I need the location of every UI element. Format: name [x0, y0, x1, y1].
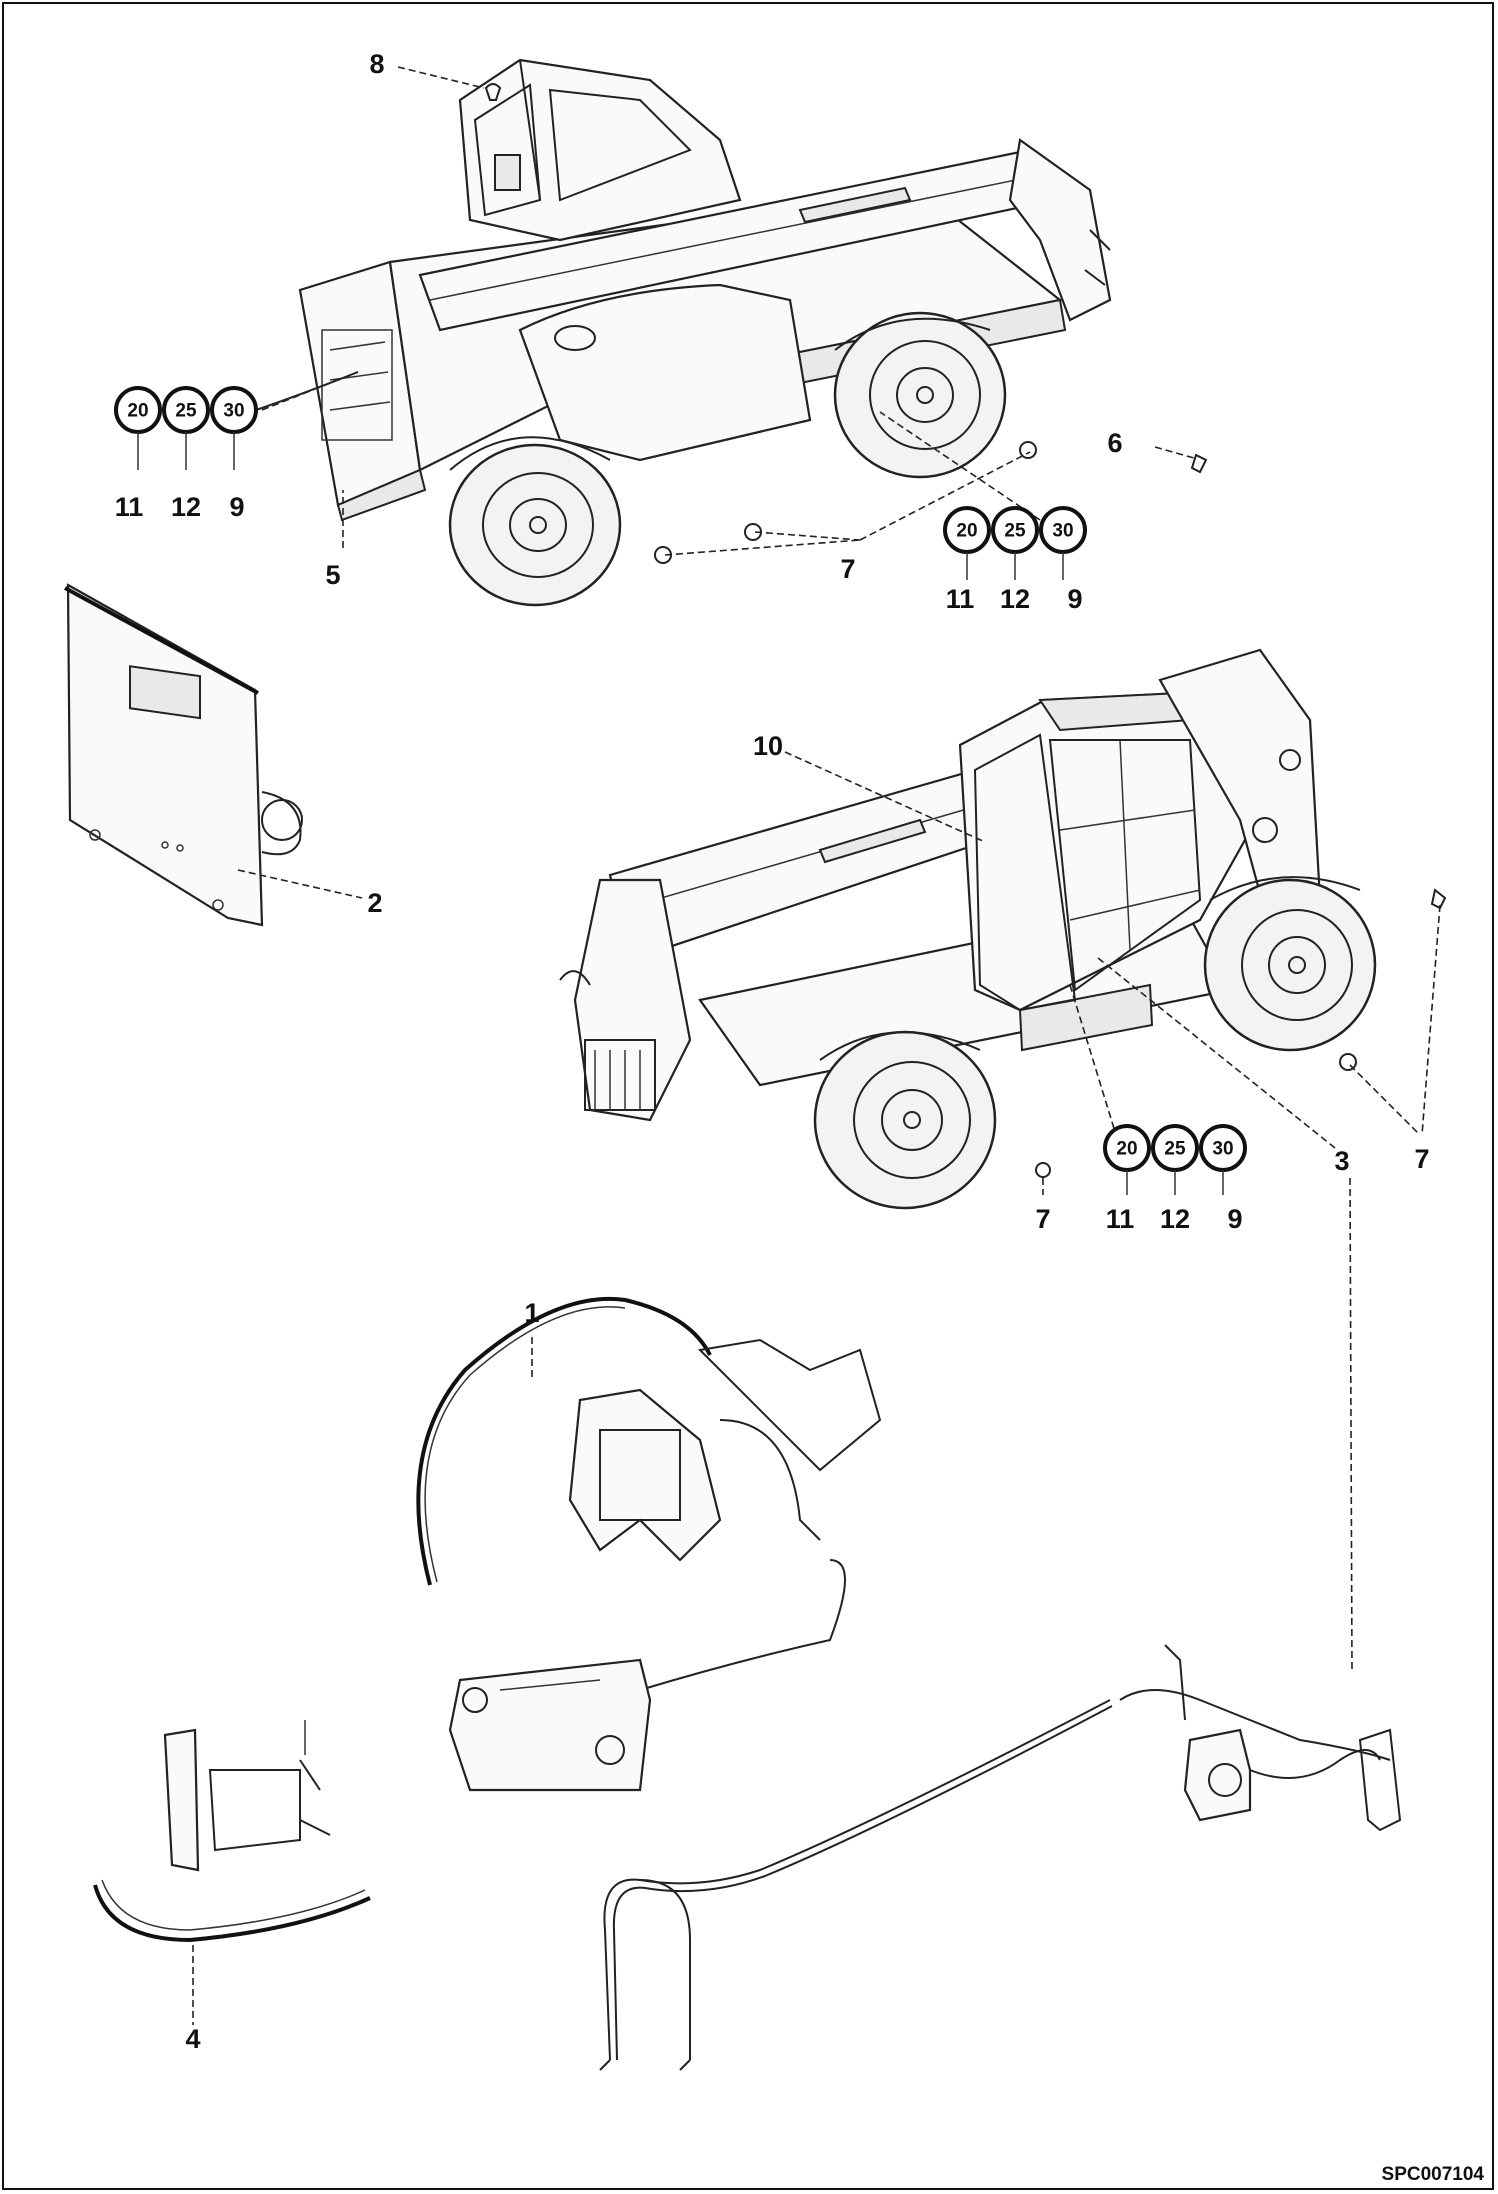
callout-2: 2: [367, 888, 382, 918]
badge-label: 9: [1227, 1204, 1242, 1234]
badge-2-b: 25 12: [991, 506, 1039, 614]
callout-1: 1: [524, 1298, 539, 1328]
badge-3-b: 25 12: [1151, 1124, 1199, 1234]
badge-group-2: 20 11 25 12 30 9: [943, 506, 1087, 614]
callout-3: 3: [1334, 1146, 1349, 1176]
badge-1-c: 30 9: [210, 386, 258, 522]
callout-4: 4: [185, 2024, 200, 2054]
machine-middle-illustration: [559, 648, 1447, 1210]
svg-text:30: 30: [1212, 1139, 1233, 1160]
machine-top-illustration: [298, 58, 1208, 607]
top-leader-lines: [261, 66, 1195, 556]
callout-labels: 1 2 3 4 5 6 7 7 7 7 8 10: [185, 49, 1429, 2054]
callout-7-rear-wheel: 7: [1414, 1144, 1429, 1174]
badge-2-a: 20 11: [943, 506, 991, 614]
boom-head-harness-illustration: [416, 1296, 882, 1792]
badge-label: 12: [1000, 584, 1030, 614]
badge-label: 9: [1067, 584, 1082, 614]
chassis-harness-illustration: [599, 1644, 1402, 2071]
svg-text:20: 20: [956, 521, 977, 542]
badge-1-b: 25 12: [162, 386, 210, 522]
callout-6: 6: [1107, 428, 1122, 458]
callout-5: 5: [325, 560, 340, 590]
badge-label: 9: [229, 492, 244, 522]
badge-group-3: 20 11 25 12 30 9: [1103, 1124, 1247, 1234]
middle-leader-lines: [784, 751, 1441, 1671]
badge-3-a: 20 11: [1103, 1124, 1151, 1234]
badge-label: 11: [1106, 1204, 1135, 1234]
svg-text:25: 25: [1004, 521, 1026, 542]
badge-label: 11: [115, 492, 144, 522]
badge-3-c: 30 9: [1199, 1124, 1247, 1234]
callout-7-top: 7: [840, 554, 855, 584]
badge-label: 11: [946, 584, 975, 614]
callout-7-front-wheel: 7: [1035, 1204, 1050, 1234]
svg-text:25: 25: [1164, 1139, 1186, 1160]
mudguard-kit-illustration: [93, 1720, 371, 2025]
badge-group-1: 20 11 25 12 30 9: [114, 371, 359, 522]
callout-8: 8: [369, 49, 384, 79]
svg-text:30: 30: [1052, 521, 1073, 542]
badge-1-a: 20 11: [114, 386, 162, 522]
svg-text:30: 30: [223, 401, 244, 422]
svg-text:25: 25: [175, 401, 197, 422]
badge-2-c: 30 9: [1039, 506, 1087, 614]
drawing-reference-code: SPC007104: [1382, 2164, 1485, 2185]
svg-text:20: 20: [1116, 1139, 1137, 1160]
badge-label: 12: [1160, 1204, 1190, 1234]
svg-text:20: 20: [127, 401, 148, 422]
rear-panel-illustration: [64, 583, 363, 927]
badge-label: 12: [171, 492, 201, 522]
callout-10: 10: [753, 731, 783, 761]
